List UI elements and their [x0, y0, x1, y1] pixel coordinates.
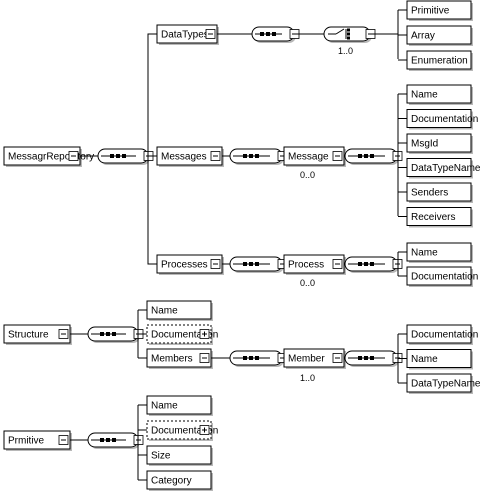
element-label: Documentation: [151, 330, 218, 341]
collapse-toggle-icon[interactable]: [199, 353, 210, 363]
element-box-diagrams-repo-datatypes-label[interactable]: DataTypes: [156, 24, 219, 45]
element-box-documentation[interactable]: Documentation: [146, 324, 218, 345]
element-box-senders[interactable]: Senders: [406, 182, 473, 203]
expand-toggle-icon[interactable]: [199, 425, 210, 435]
element-box-diagrams-repo-processes-label[interactable]: Processes: [156, 254, 224, 275]
element-box-name[interactable]: Name: [146, 300, 213, 321]
element-label: MessagrRepository: [8, 152, 94, 163]
choice-compositor-icon[interactable]: [323, 26, 372, 43]
cardinality-label: 1..0: [300, 373, 315, 383]
element-label: Member: [288, 354, 325, 365]
element-box-documentation[interactable]: Documentation: [406, 109, 478, 130]
connector-line: [147, 156, 157, 265]
expand-toggle-icon[interactable]: [199, 329, 210, 339]
element-label: Message: [288, 152, 329, 163]
collapse-toggle-icon[interactable]: [332, 259, 343, 269]
element-label: Documentation: [411, 114, 478, 125]
element-label: Size: [151, 451, 171, 462]
element-box-documentation[interactable]: Documentation: [406, 324, 478, 345]
element-label: Senders: [411, 188, 448, 199]
element-box-name[interactable]: Name: [406, 349, 473, 370]
element-label: Receivers: [411, 212, 455, 223]
element-label: Prmitive: [8, 436, 45, 447]
collapse-toggle-icon[interactable]: [210, 259, 221, 269]
cardinality-label: 0..0: [300, 278, 315, 288]
element-box-members[interactable]: Members: [146, 348, 213, 369]
datatypes-sequence-icon[interactable]: [251, 26, 296, 43]
element-label: Documentation: [411, 272, 478, 283]
element-label: Primitive: [411, 6, 450, 17]
element-box-datatypename[interactable]: DataTypeName: [406, 373, 481, 394]
element-box-enumeration[interactable]: Enumeration: [406, 50, 473, 71]
member-sequence-icon[interactable]: [344, 350, 399, 367]
cardinality-label: 0..0: [300, 170, 315, 180]
root-sequence-icon[interactable]: [97, 148, 150, 165]
element-label: Name: [411, 354, 438, 365]
element-box-array[interactable]: Array: [406, 25, 473, 46]
element-label: Messages: [161, 152, 207, 163]
collapse-toggle-icon[interactable]: [58, 329, 69, 339]
message-sequence-icon[interactable]: [344, 148, 399, 165]
element-box-diagrams-structure-member-label[interactable]: Member: [283, 348, 346, 369]
members-sequence-icon[interactable]: [229, 350, 284, 367]
element-box-size[interactable]: Size: [146, 445, 213, 466]
element-label: Name: [411, 90, 438, 101]
collapse-toggle-icon[interactable]: [68, 151, 79, 161]
element-box-msgid[interactable]: MsgId: [406, 133, 473, 154]
collapse-toggle-icon[interactable]: [210, 151, 221, 161]
element-label: Name: [151, 401, 178, 412]
collapse-toggle-icon[interactable]: [205, 29, 216, 39]
element-label: Name: [411, 248, 438, 259]
element-box-receivers[interactable]: Receivers: [406, 207, 473, 228]
element-label: Processes: [161, 260, 208, 271]
structure-sequence-icon[interactable]: [87, 326, 140, 343]
element-label: Members: [151, 354, 193, 365]
element-box-documentation[interactable]: Documentation: [406, 266, 478, 287]
element-label: DataTypeName: [411, 379, 481, 390]
collapse-toggle-icon[interactable]: [332, 353, 343, 363]
element-box-diagrams-repo-messages-element[interactable]: Message: [283, 146, 346, 167]
messages-sequence-icon[interactable]: [229, 148, 284, 165]
element-box-name[interactable]: Name: [406, 84, 473, 105]
element-box-documentation[interactable]: Documentation: [146, 420, 218, 441]
element-label: Documentation: [411, 330, 478, 341]
element-box-name[interactable]: Name: [146, 395, 213, 416]
element-label: MsgId: [411, 139, 438, 150]
element-box-diagrams-repo-processes-element[interactable]: Process: [283, 254, 346, 275]
element-label: Array: [411, 31, 435, 42]
element-label: Enumeration: [411, 56, 468, 67]
root-element-messagrrepository[interactable]: MessagrRepository: [3, 146, 94, 167]
element-label: Structure: [8, 330, 49, 341]
element-label: Documentation: [151, 426, 218, 437]
process-sequence-icon[interactable]: [344, 256, 399, 273]
element-label: DataTypeName: [411, 163, 481, 174]
element-box-datatypename[interactable]: DataTypeName: [406, 158, 481, 179]
element-label: Category: [151, 476, 192, 487]
connector-line: [147, 33, 157, 156]
element-label: Name: [151, 306, 178, 317]
root-element-prmitive[interactable]: Prmitive: [3, 430, 72, 451]
cardinality-label: 1..0: [338, 46, 353, 56]
root-element-structure[interactable]: Structure: [3, 324, 72, 345]
element-box-primitive[interactable]: Primitive: [406, 0, 473, 21]
element-box-category[interactable]: Category: [146, 470, 213, 491]
collapse-toggle-icon[interactable]: [58, 435, 69, 445]
primitive-sequence-icon[interactable]: [87, 432, 140, 449]
collapse-toggle-icon[interactable]: [332, 151, 343, 161]
element-label: DataTypes: [161, 30, 209, 41]
element-box-name[interactable]: Name: [406, 242, 473, 263]
processes-sequence-icon[interactable]: [229, 256, 284, 273]
element-label: Process: [288, 260, 324, 271]
element-box-diagrams-repo-messages-label[interactable]: Messages: [156, 146, 224, 167]
